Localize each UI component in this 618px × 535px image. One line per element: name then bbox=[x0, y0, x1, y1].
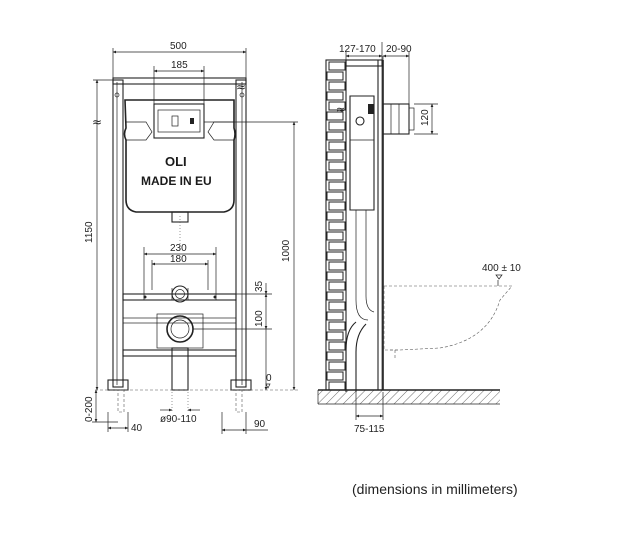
dim-width-inner: 185 bbox=[171, 60, 188, 71]
frame-top-rail bbox=[112, 77, 247, 85]
frame-right-upright bbox=[235, 79, 247, 388]
dim-foot-40: 40 bbox=[131, 423, 143, 434]
front-view: OLI MADE IN EU bbox=[84, 41, 300, 434]
dim-drain-offset: 75-115 bbox=[354, 424, 385, 435]
dim-bowl-height: 400 ± 10 bbox=[482, 263, 521, 274]
dim-offset-100: 100 bbox=[254, 310, 265, 327]
frame-bottom-rail bbox=[122, 349, 237, 357]
dim-floor-range: 0-200 bbox=[84, 396, 95, 422]
dim-height-total: 1150 bbox=[84, 221, 95, 243]
dim-zero: 0 bbox=[266, 373, 272, 384]
dim-width: 500 bbox=[170, 41, 187, 52]
dim-offset-35: 35 bbox=[254, 280, 265, 292]
drain-bend bbox=[345, 321, 367, 392]
flush-plate-frame bbox=[153, 103, 205, 139]
cistern-side bbox=[349, 95, 375, 211]
drain-pipe bbox=[156, 313, 204, 391]
dim-height-tank: 1000 bbox=[281, 239, 292, 262]
toilet-bowl-outline bbox=[383, 285, 513, 351]
frame-feet bbox=[107, 379, 252, 413]
frame-mid-rail bbox=[122, 293, 237, 301]
dim-foot-90: 90 bbox=[254, 419, 266, 430]
dim-pipe-span: 230 bbox=[170, 243, 187, 254]
brand-logo-text: OLI bbox=[165, 154, 187, 169]
water-inlet bbox=[382, 103, 415, 135]
dim-inlet-height: 120 bbox=[420, 109, 431, 126]
svg-text:≈: ≈ bbox=[336, 103, 345, 116]
made-in-label: MADE IN EU bbox=[141, 174, 212, 188]
units-caption: (dimensions in millimeters) bbox=[352, 481, 518, 497]
frame-left-upright bbox=[112, 79, 124, 388]
cistern bbox=[123, 99, 236, 213]
dim-wall-offset: 20-90 bbox=[386, 44, 412, 55]
dim-pipe-span-inner: 180 bbox=[170, 254, 187, 265]
dim-depth: 127-170 bbox=[339, 44, 376, 55]
svg-text:≈: ≈ bbox=[236, 80, 246, 94]
dim-drain-diameter: ø90-110 bbox=[160, 414, 197, 425]
frame-profile bbox=[345, 59, 383, 391]
floor-hatch bbox=[318, 390, 500, 404]
side-view: ≈ 400 ± 10 127-170 bbox=[317, 42, 521, 435]
